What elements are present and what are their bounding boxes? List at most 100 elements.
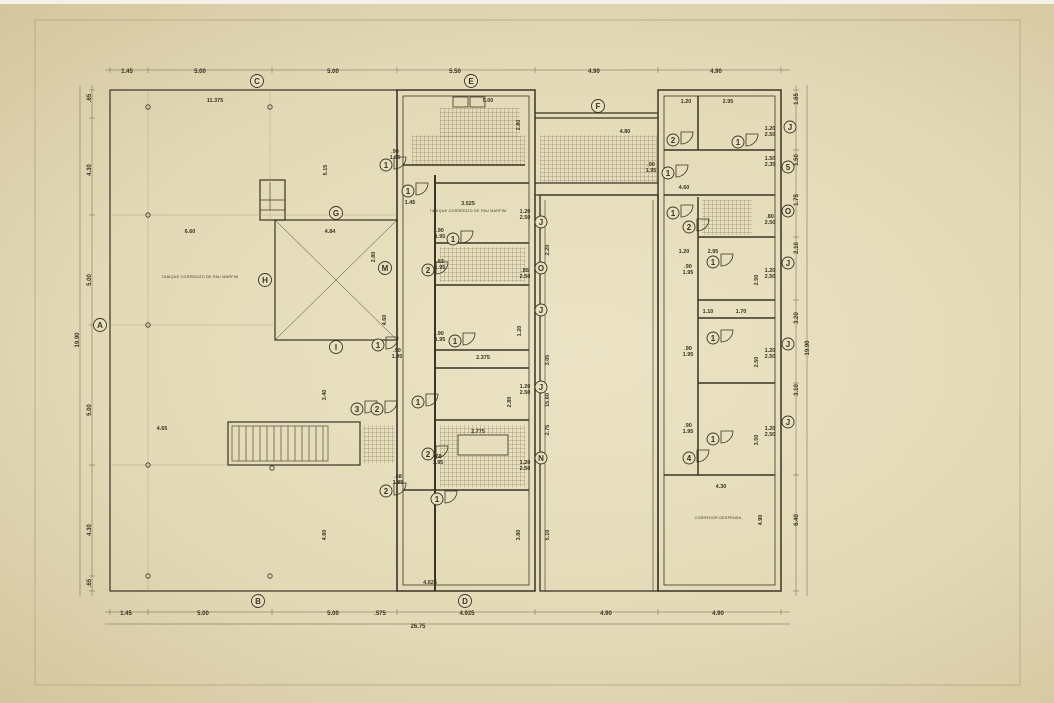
room-dimension: 2.80 xyxy=(371,252,377,263)
dimension-bottom: 4.90 xyxy=(600,611,612,617)
grid-marker-circle xyxy=(258,273,272,287)
door-type-tag-circle xyxy=(666,133,680,147)
door-width: .90 xyxy=(684,423,692,429)
door-height: 2.50 xyxy=(520,390,531,396)
room-dimension: 2.95 xyxy=(723,99,734,105)
door-swings xyxy=(364,131,759,504)
dimension-bottom: 1.45 xyxy=(120,611,132,617)
window-type-tag: J xyxy=(539,218,543,227)
door-type-tag: 2 xyxy=(426,266,431,275)
service-wing-outline xyxy=(657,89,782,592)
room-dimension: 4.80 xyxy=(322,530,328,541)
column xyxy=(145,573,151,579)
dimension-left: 4.30 xyxy=(87,164,93,176)
grid-marker: D xyxy=(462,597,468,606)
door-type-tag: 1 xyxy=(666,169,671,178)
tiled-areas xyxy=(363,96,752,487)
door-width: 1.20 xyxy=(520,460,531,466)
tiled-bathroom-floor xyxy=(702,200,752,235)
room-dimension: 2.50 xyxy=(754,275,760,286)
door-type-tag-circle xyxy=(706,331,720,345)
dimension-top: 5.50 xyxy=(449,69,461,75)
dimension-top: 1.45 xyxy=(121,69,133,75)
door-type-tag: 3 xyxy=(355,405,360,414)
room-dimension: 4.90 xyxy=(758,515,764,526)
door-type-tag-circle xyxy=(682,451,696,465)
room-dimension: 15.60 xyxy=(545,393,551,407)
door-type-tag-circle xyxy=(682,220,696,234)
grid-marker-circle xyxy=(464,74,478,88)
columns xyxy=(145,104,275,579)
kitchen-fixture xyxy=(469,96,486,108)
staircase xyxy=(227,421,361,466)
window-type-tag: J xyxy=(786,259,790,268)
dimension-right: 3.10 xyxy=(794,384,800,396)
door-type-tag: 1 xyxy=(384,161,389,170)
door-swing xyxy=(696,218,710,232)
window-type-tag-circle xyxy=(781,337,795,351)
room-dimension: 1.45 xyxy=(405,200,416,206)
door-height: 2.50 xyxy=(520,274,531,280)
door-swing xyxy=(460,230,474,244)
tiled-corridor-floor xyxy=(540,135,658,183)
door-swing xyxy=(680,131,694,145)
window-type-tag-circle xyxy=(781,160,795,174)
door-type-tag-circle xyxy=(379,158,393,172)
door-type-tag: 1 xyxy=(671,209,676,218)
door-swing xyxy=(435,445,449,459)
tiled-landing xyxy=(363,425,395,463)
room-dimension: 5.00 xyxy=(483,98,494,104)
dimension-bottom: 4.925 xyxy=(459,611,475,617)
dimension-top: 4.90 xyxy=(710,69,722,75)
room-dimension: 4.84 xyxy=(325,229,337,235)
grid-marker: A xyxy=(97,321,103,330)
grid-marker-circle xyxy=(378,261,392,275)
room-dimension: 2.775 xyxy=(471,429,485,435)
dimension-top: 5.00 xyxy=(194,69,206,75)
dimension-right-total: 19.90 xyxy=(805,340,811,356)
door-type-tag-circle xyxy=(371,338,385,352)
room-dimension: 2.80 xyxy=(516,120,522,131)
room-dimension: 3.40 xyxy=(322,390,328,401)
dimension-right: 1.65 xyxy=(794,93,800,105)
door-width: .90 xyxy=(436,228,444,234)
column xyxy=(267,573,273,579)
room-dimension: 2.50 xyxy=(754,357,760,368)
grid-marker-circle xyxy=(250,74,264,88)
walls xyxy=(109,89,782,592)
grid-marker-circle xyxy=(329,340,343,354)
door-height: 1.95 xyxy=(435,234,446,240)
kitchen-fixture xyxy=(452,96,469,108)
window-type-tag-circle xyxy=(534,451,548,465)
window-type-tag-circle xyxy=(534,380,548,394)
door-width: 1.20 xyxy=(520,209,531,215)
door-swing xyxy=(745,133,759,147)
stair-treads xyxy=(238,426,324,461)
door-swing xyxy=(680,204,694,218)
door-height: 1.95 xyxy=(392,354,403,360)
room-dimension: 2.20 xyxy=(545,245,551,256)
window-type-tag: N xyxy=(538,454,544,463)
room-dimension: 1.10 xyxy=(703,309,714,315)
door-width: .90 xyxy=(391,149,399,155)
window-type-tag: 5 xyxy=(786,163,791,172)
door-type-tag: 1 xyxy=(736,138,741,147)
dimension-left: 5.00 xyxy=(87,404,93,416)
room-dimension: 5.15 xyxy=(323,165,329,176)
dimension-left: .65 xyxy=(87,93,93,102)
dimension-total-width: 26.75 xyxy=(410,624,426,630)
tiled-bathroom-floor xyxy=(440,247,525,282)
door-type-tag-circle xyxy=(421,447,435,461)
room-dimension: 3.80 xyxy=(516,530,522,541)
tiled-kitchen-floor xyxy=(440,108,520,138)
dimension-line xyxy=(79,69,808,625)
door-height: 2.50 xyxy=(765,432,776,438)
dimension-top: 5.00 xyxy=(327,69,339,75)
door-height: 2.50 xyxy=(520,215,531,221)
door-width: .90 xyxy=(393,348,401,354)
door-type-tag: 2 xyxy=(375,405,380,414)
door-type-tag-circle xyxy=(706,432,720,446)
door-type-tag: 1 xyxy=(711,258,716,267)
grid-marker: I xyxy=(335,343,337,352)
